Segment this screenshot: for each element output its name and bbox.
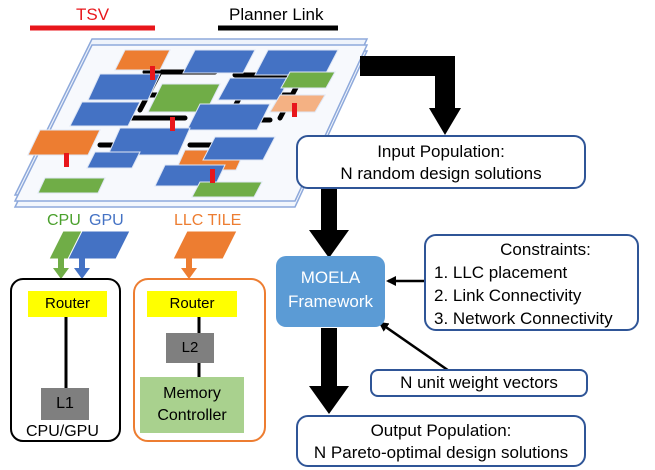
gpu-tile-marker: [186, 103, 271, 131]
gpu-chip: [67, 230, 131, 260]
constraint-network-connectivity: 3. Network Connectivity: [434, 309, 613, 328]
output-population-box: Output Population: N Pareto-optimal desi…: [296, 415, 586, 467]
cpu-tile-marker: [280, 71, 336, 89]
gpu-tile-marker: [86, 151, 141, 169]
moela-framework-box: MOELA Framework: [276, 256, 385, 327]
llc-tile-marker: [114, 49, 171, 71]
constraints-box: Constraints: 1. LLC placement 2. Link Co…: [424, 234, 639, 331]
llc-to-router-arrow: [181, 258, 197, 279]
cpu-gpu-router: Router: [28, 291, 107, 317]
noc-to-input-arrow: [360, 56, 461, 135]
constraint-llc-placement: 1. LLC placement: [434, 263, 568, 282]
tsv-links: [64, 66, 297, 183]
framework-to-output-arrow: [309, 328, 349, 414]
memory-controller-line1: Memory: [163, 385, 221, 402]
input-population-box: Input Population: N random design soluti…: [296, 135, 586, 189]
constraints-title: Constraints:: [500, 240, 591, 259]
llc-tile-outline: [133, 278, 266, 442]
planar-link-legend-label: Planner Link: [229, 5, 324, 24]
cpu-to-router-arrow: [53, 258, 69, 279]
cpu-gpu-tile-outline: [10, 278, 121, 442]
moela-framework-line1: MOELA: [300, 268, 361, 287]
llc-tile-label: LLC TILE: [174, 212, 242, 229]
gpu-tile-marker: [254, 49, 339, 76]
gpu-to-router-arrow: [74, 258, 90, 279]
input-to-framework-arrow: [309, 188, 349, 258]
input-population-title: Input Population:: [377, 142, 505, 161]
l2-cache: L2: [166, 333, 214, 363]
gpu-tile-marker: [182, 49, 256, 74]
weight-vectors-label: N unit weight vectors: [400, 373, 558, 392]
noc-tiles: [27, 49, 339, 198]
gpu-tile-marker: [69, 101, 141, 127]
weight-vectors-box: N unit weight vectors: [370, 369, 588, 397]
output-population-desc: N Pareto-optimal design solutions: [313, 443, 569, 462]
moela-framework-line2: Framework: [287, 292, 373, 311]
cpu-tile-marker: [37, 177, 106, 194]
cpu-gpu-router-label: Router: [44, 295, 91, 312]
llc-tile-marker: [269, 94, 326, 113]
output-population-title: Output Population:: [370, 421, 512, 440]
cpu-tile-marker: [191, 181, 263, 198]
memory-controller: Memory Controller: [140, 377, 244, 433]
gpu-tile-marker: [107, 127, 191, 156]
cpu-label: CPU: [47, 212, 81, 229]
llc-chip: [172, 230, 238, 260]
llc-tile-marker: [27, 129, 101, 156]
l1-cache-label: L1: [56, 395, 74, 412]
l1-cache: L1: [41, 388, 89, 420]
gpu-tile-marker: [202, 136, 276, 161]
gpu-tile-marker: [87, 73, 161, 101]
llc-router: Router: [147, 291, 237, 317]
input-population-desc: N random design solutions: [340, 164, 542, 183]
memory-controller-line2: Controller: [157, 407, 227, 424]
l2-cache-label: L2: [181, 339, 199, 356]
llc-router-label: Router: [169, 295, 215, 312]
weights-to-framework-arrow: [378, 321, 453, 375]
gpu-label: GPU: [89, 212, 124, 229]
constraint-link-connectivity: 2. Link Connectivity: [434, 286, 582, 305]
cpu-gpu-tile-name: CPU/GPU: [26, 423, 99, 440]
tsv-legend-label: TSV: [76, 5, 110, 24]
